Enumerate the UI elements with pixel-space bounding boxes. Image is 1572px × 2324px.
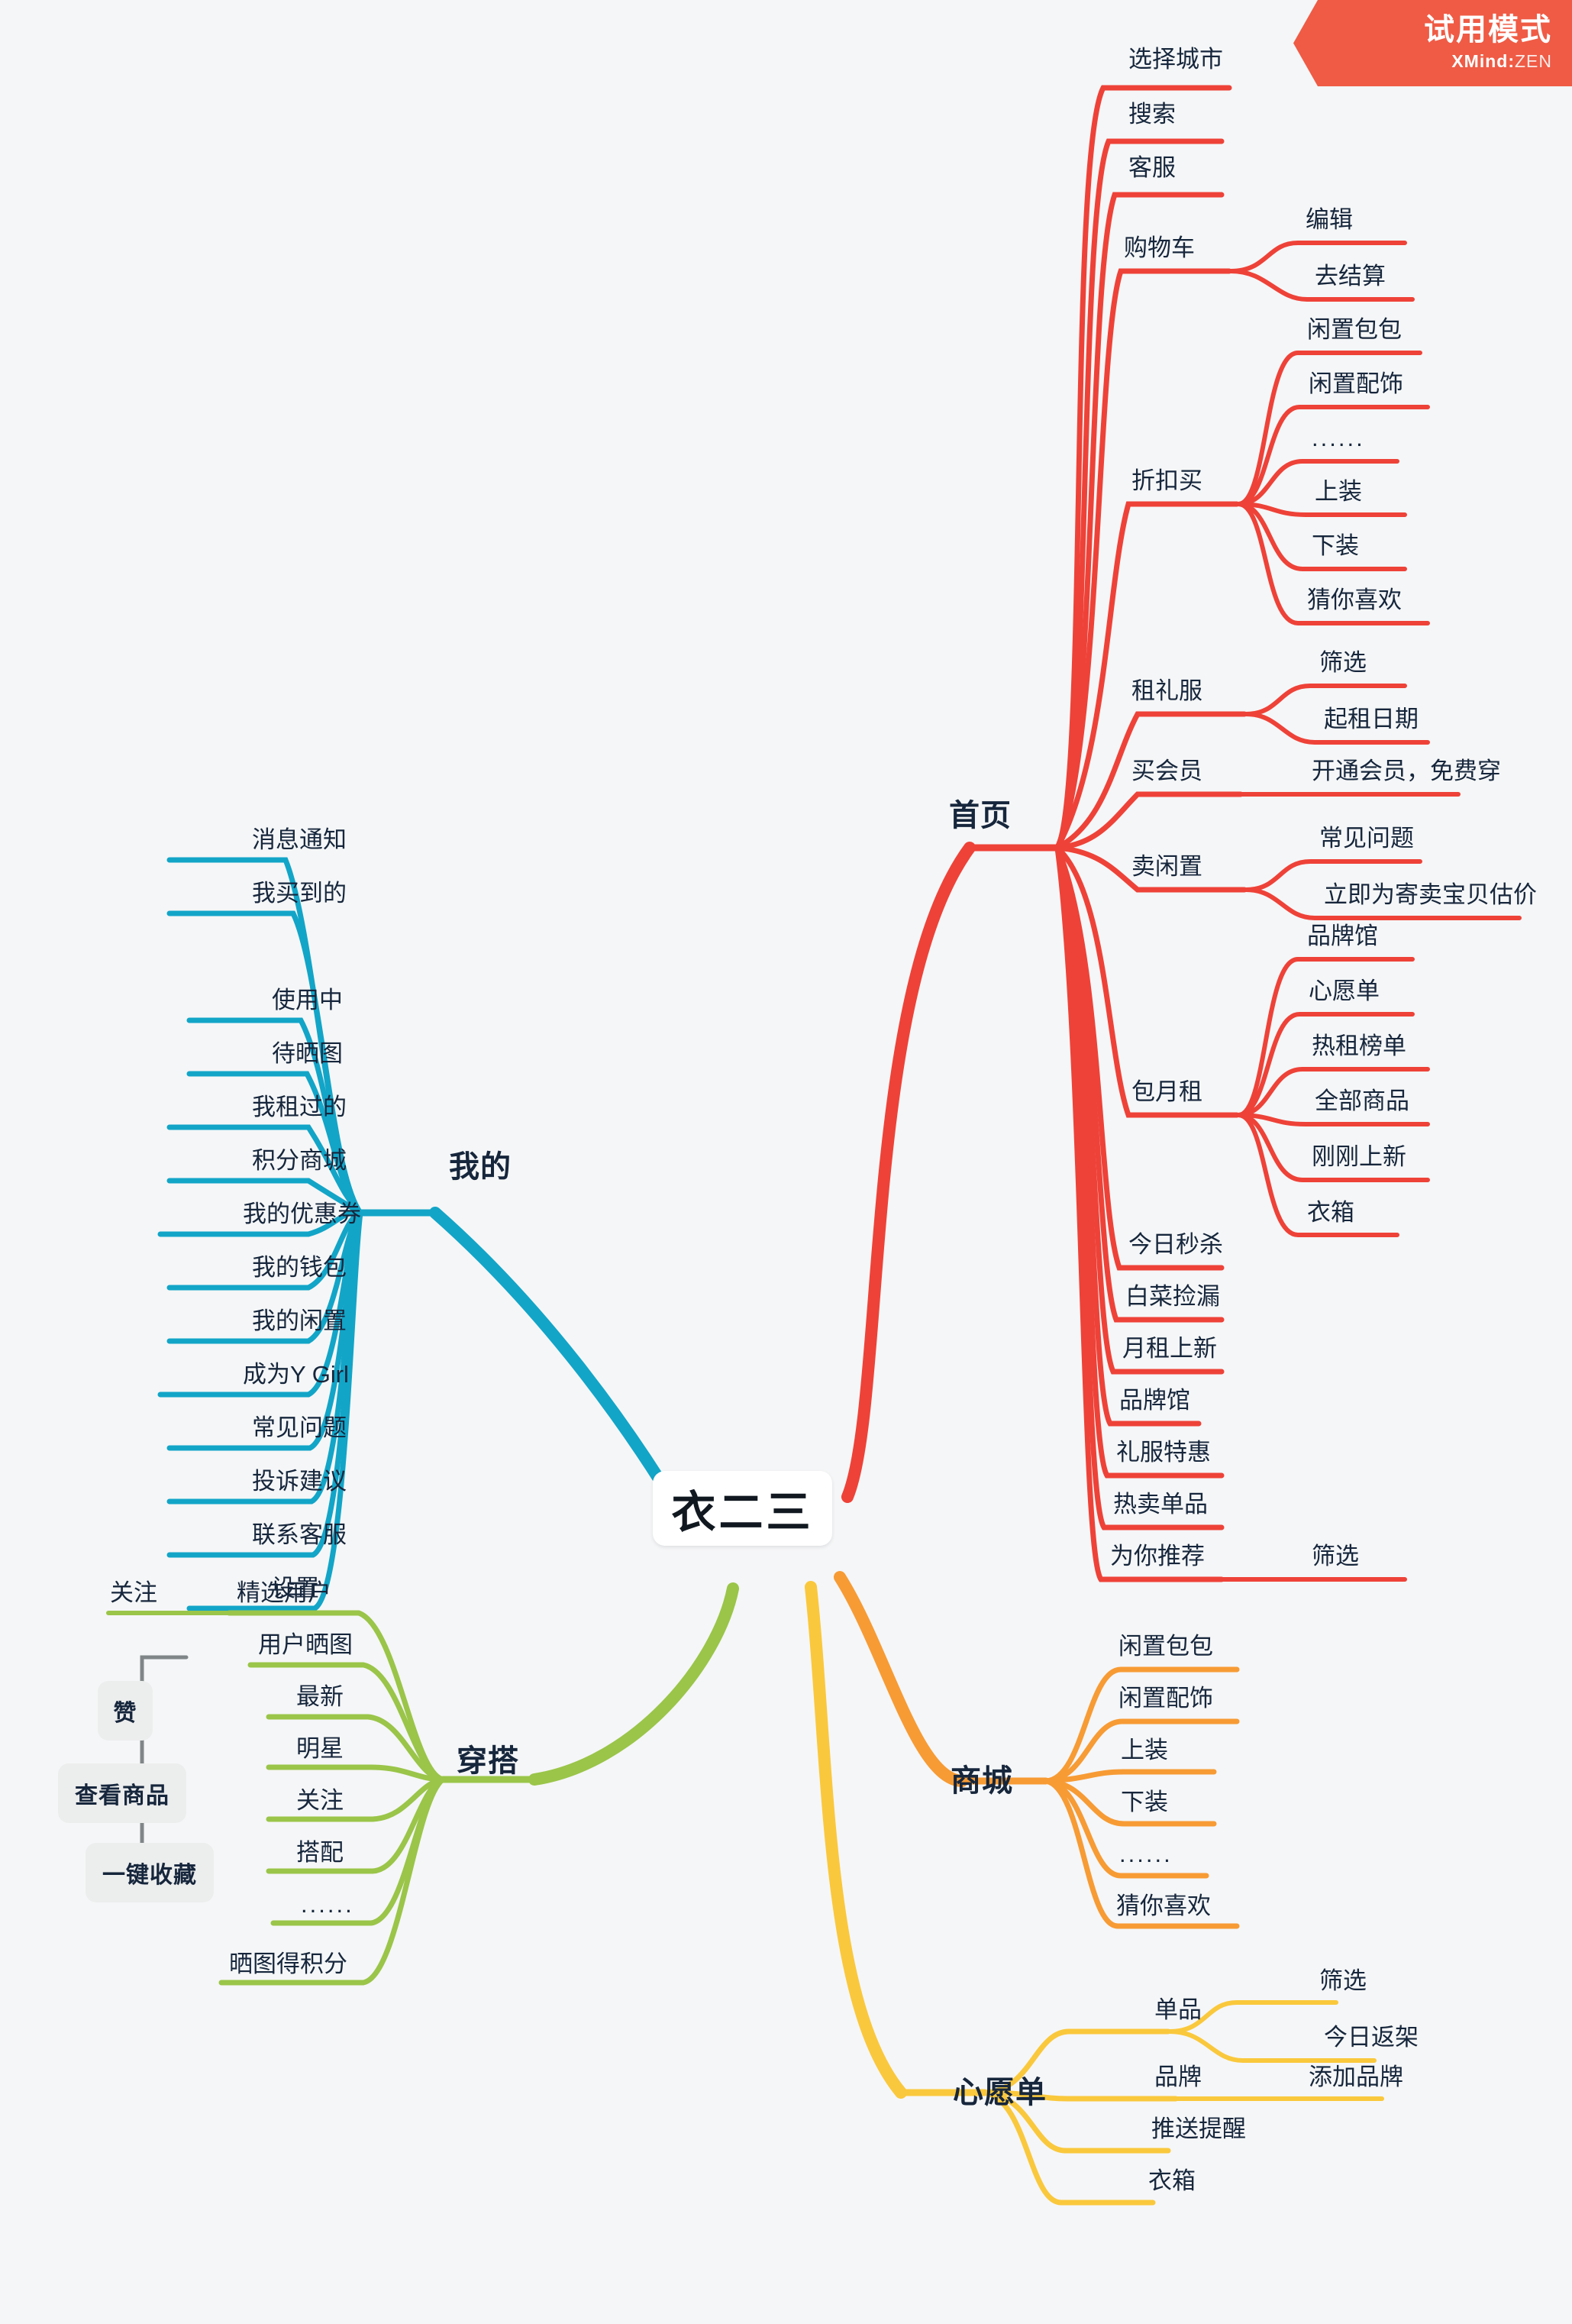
node-monthly-hot-rank[interactable]: 热租榜单 <box>1312 1033 1406 1060</box>
node-points-mall[interactable]: 积分商城 <box>252 1147 347 1175</box>
node-user-photos[interactable]: 用户晒图 <box>258 1631 353 1659</box>
node-bargain-hunt[interactable]: 白菜捡漏 <box>1125 1283 1220 1311</box>
node-discount-idle-bags[interactable]: 闲置包包 <box>1307 316 1402 344</box>
node-discount-idle-accessories[interactable]: 闲置配饰 <box>1309 370 1403 398</box>
node-wishlist-push-reminder[interactable]: 推送提醒 <box>1151 2116 1246 2143</box>
node-my-idle[interactable]: 我的闲置 <box>252 1307 347 1335</box>
node-sell-appraise[interactable]: 立即为寄卖宝贝估价 <box>1324 881 1537 909</box>
node-mall-idle-accessories[interactable]: 闲置配饰 <box>1118 1685 1213 1712</box>
node-featured-users[interactable]: 精选用户 <box>237 1579 331 1607</box>
node-settings[interactable]: 设置 <box>272 1575 319 1602</box>
node-rent-gown[interactable]: 租礼服 <box>1131 677 1202 705</box>
node-gown-start-date[interactable]: 起租日期 <box>1324 706 1419 733</box>
node-monthly-rent-new[interactable]: 月租上新 <box>1122 1335 1217 1362</box>
node-recommend-for-you[interactable]: 为你推荐 <box>1110 1543 1205 1570</box>
node-featured-follow[interactable]: 关注 <box>110 1579 157 1607</box>
node-discount-more[interactable]: ...... <box>1312 425 1365 452</box>
node-pending-photo[interactable]: 待晒图 <box>272 1040 343 1068</box>
node-membership-free-wear[interactable]: 开通会员，免费穿 <box>1312 758 1501 785</box>
node-monthly-brand-hall[interactable]: 品牌馆 <box>1307 923 1378 950</box>
node-mall-for-you[interactable]: 猜你喜欢 <box>1116 1892 1211 1920</box>
node-become-y-girl[interactable]: 成为Y Girl <box>243 1361 349 1388</box>
node-search[interactable]: 搜索 <box>1128 101 1176 128</box>
node-mall-tops[interactable]: 上装 <box>1121 1737 1168 1764</box>
node-hot-items[interactable]: 热卖单品 <box>1113 1491 1208 1518</box>
trial-mode-badge: 试用模式 XMind:ZEN <box>1293 0 1572 86</box>
node-gown-filter[interactable]: 筛选 <box>1319 649 1367 677</box>
node-buy-membership[interactable]: 买会员 <box>1131 758 1202 785</box>
boundary-one-tap-collect-text: 一键收藏 <box>102 1863 197 1888</box>
boundary-label-view-product[interactable]: 查看商品 <box>58 1763 186 1823</box>
node-monthly-wishlist[interactable]: 心愿单 <box>1309 978 1380 1005</box>
branch-wishlist[interactable]: 心愿单 <box>953 2076 1047 2109</box>
node-shopping-cart[interactable]: 购物车 <box>1124 234 1195 262</box>
node-monthly-wardrobe[interactable]: 衣箱 <box>1307 1199 1354 1227</box>
node-latest[interactable]: 最新 <box>296 1683 344 1711</box>
node-monthly-all-goods[interactable]: 全部商品 <box>1315 1088 1409 1115</box>
node-cart-checkout[interactable]: 去结算 <box>1315 263 1386 290</box>
node-follow[interactable]: 关注 <box>296 1787 344 1815</box>
node-discount-bottoms[interactable]: 下装 <box>1312 532 1359 560</box>
node-in-use[interactable]: 使用中 <box>272 987 343 1014</box>
boundary-like-text: 赞 <box>113 1701 137 1726</box>
node-my-purchases[interactable]: 我买到的 <box>252 880 347 907</box>
branch-outfit[interactable]: 穿搭 <box>457 1744 519 1778</box>
node-celebrity[interactable]: 明星 <box>296 1735 344 1763</box>
node-sell-faq[interactable]: 常见问题 <box>1319 825 1414 852</box>
node-wishlist-wardrobe[interactable]: 衣箱 <box>1148 2167 1196 2195</box>
node-monthly-new-arrival[interactable]: 刚刚上新 <box>1312 1143 1406 1171</box>
node-mall-idle-bags[interactable]: 闲置包包 <box>1118 1633 1213 1660</box>
node-wishlist-add-brand[interactable]: 添加品牌 <box>1309 2064 1403 2091</box>
node-flash-sale[interactable]: 今日秒杀 <box>1128 1231 1223 1259</box>
branch-mall[interactable]: 商城 <box>951 1764 1013 1798</box>
node-mall-more[interactable]: ...... <box>1119 1841 1173 1868</box>
central-topic-label: 衣二三 <box>671 1488 814 1537</box>
branch-my[interactable]: 我的 <box>449 1150 512 1184</box>
node-discount-tops[interactable]: 上装 <box>1315 478 1362 506</box>
node-discount-for-you[interactable]: 猜你喜欢 <box>1307 587 1402 614</box>
node-photo-points[interactable]: 晒图得积分 <box>229 1951 347 1978</box>
central-topic[interactable]: 衣二三 <box>653 1471 832 1546</box>
node-complaint-suggestion[interactable]: 投诉建议 <box>252 1468 347 1495</box>
node-my-wallet[interactable]: 我的钱包 <box>252 1254 347 1282</box>
node-my-coupons[interactable]: 我的优惠券 <box>243 1201 361 1228</box>
node-brand-hall[interactable]: 品牌馆 <box>1119 1387 1190 1414</box>
trial-mode-title: 试用模式 <box>1424 13 1552 47</box>
brand-zen: ZEN <box>1515 51 1552 71</box>
boundary-label-one-tap-collect[interactable]: 一键收藏 <box>86 1843 214 1902</box>
node-select-city[interactable]: 选择城市 <box>1128 46 1223 73</box>
node-wishlist-single-item[interactable]: 单品 <box>1154 1996 1202 2024</box>
node-cart-edit[interactable]: 编辑 <box>1306 206 1353 234</box>
node-my-faq[interactable]: 常见问题 <box>252 1414 347 1442</box>
node-wishlist-filter[interactable]: 筛选 <box>1319 1967 1367 1995</box>
node-discount-buy[interactable]: 折扣买 <box>1131 467 1202 495</box>
node-mall-bottoms[interactable]: 下装 <box>1121 1789 1168 1816</box>
node-customer-service[interactable]: 客服 <box>1128 154 1176 182</box>
node-sell-idle[interactable]: 卖闲置 <box>1131 853 1202 881</box>
node-gown-special[interactable]: 礼服特惠 <box>1116 1439 1211 1466</box>
trial-mode-brand: XMind:ZEN <box>1451 51 1552 72</box>
node-outfit-more[interactable]: ...... <box>301 1891 354 1918</box>
node-recommend-filter[interactable]: 筛选 <box>1312 1543 1359 1570</box>
boundary-view-product-text: 查看商品 <box>75 1783 169 1808</box>
node-my-rentals[interactable]: 我租过的 <box>252 1094 347 1121</box>
node-wishlist-restock-today[interactable]: 今日返架 <box>1324 2024 1419 2051</box>
brand-xmind: XMind: <box>1451 51 1515 71</box>
node-match[interactable]: 搭配 <box>296 1839 344 1867</box>
node-message-notice[interactable]: 消息通知 <box>252 826 347 854</box>
boundary-label-like[interactable]: 赞 <box>98 1681 153 1741</box>
node-contact-service[interactable]: 联系客服 <box>252 1521 347 1549</box>
node-wishlist-brand[interactable]: 品牌 <box>1154 2064 1202 2091</box>
branch-homepage[interactable]: 首页 <box>949 799 1012 832</box>
node-monthly-rent[interactable]: 包月租 <box>1131 1078 1202 1106</box>
